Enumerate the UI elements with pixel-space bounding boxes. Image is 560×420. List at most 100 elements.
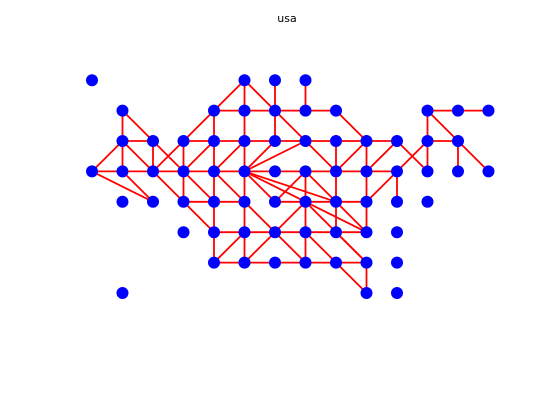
graph-edge — [304, 170, 337, 203]
graph-node — [360, 135, 373, 147]
graph-edge — [365, 140, 398, 173]
graph-edge — [365, 170, 398, 203]
graph-edge — [426, 109, 459, 142]
graph-node — [330, 195, 342, 208]
graph-edge — [152, 170, 185, 203]
graph-edge — [243, 140, 307, 173]
graph-edge — [304, 231, 337, 264]
graph-node — [269, 74, 281, 87]
graph-node — [208, 165, 220, 178]
graph-edge — [335, 109, 368, 142]
graph-edge — [121, 170, 154, 203]
graph-node — [208, 226, 220, 239]
graph-node — [299, 256, 312, 269]
graph-edge — [335, 261, 368, 294]
graph-node — [208, 256, 220, 269]
graph-edge — [213, 170, 246, 203]
graph-node — [177, 195, 190, 208]
graph-edge — [243, 200, 276, 234]
graph-node — [116, 195, 129, 208]
graph-edge — [274, 200, 307, 234]
figure-title: usa — [277, 12, 296, 25]
graph-node — [330, 104, 342, 117]
graph-node — [238, 74, 251, 87]
graph-node — [86, 165, 98, 178]
graph-node — [269, 135, 281, 147]
graph-node — [269, 104, 281, 117]
graph-node — [360, 226, 373, 239]
graph-edge — [152, 140, 185, 173]
graph-node — [391, 165, 403, 178]
graph-node — [269, 165, 281, 178]
graph-node — [360, 195, 373, 208]
graph-node — [391, 287, 403, 299]
graph-node — [391, 226, 403, 239]
graph-node — [452, 165, 464, 178]
graph-node — [360, 256, 373, 269]
graph-edge — [182, 140, 215, 173]
graph-node — [116, 165, 129, 178]
graph-node — [238, 256, 251, 269]
graph-node — [330, 165, 342, 178]
graph-node — [208, 195, 220, 208]
graph-node — [208, 104, 220, 117]
graph-edge — [182, 109, 215, 142]
graph-node — [147, 195, 159, 208]
graph-edge — [243, 231, 276, 264]
graph-node — [421, 104, 434, 117]
graph-node — [299, 104, 312, 117]
graph-node — [269, 256, 281, 269]
graph-node — [482, 104, 495, 117]
graph-node — [238, 165, 251, 178]
graph-edge — [304, 140, 337, 173]
graph-node — [147, 135, 159, 147]
graph-node — [360, 287, 373, 299]
graph-edge — [335, 231, 368, 264]
graph-edge — [274, 109, 307, 142]
graph-node — [299, 226, 312, 239]
graph-edge — [182, 200, 215, 234]
graph-node — [269, 195, 281, 208]
graph-edge — [91, 140, 124, 173]
graph-node — [177, 135, 190, 147]
graph-node — [147, 165, 159, 178]
graph-node — [330, 256, 342, 269]
graph-node — [360, 165, 373, 178]
graph-node — [177, 226, 190, 239]
graph-edge — [243, 79, 276, 112]
graph-node — [238, 135, 251, 147]
graph-node — [391, 256, 403, 269]
graph-node — [391, 195, 403, 208]
graph-edge — [243, 170, 276, 203]
graph-node — [238, 104, 251, 117]
graph-node — [116, 135, 129, 147]
graph-node — [299, 195, 312, 208]
graph-node — [208, 135, 220, 147]
graph-node — [421, 195, 434, 208]
graph-node — [269, 226, 281, 239]
graph-node — [482, 165, 495, 178]
graph-node — [116, 287, 129, 299]
graph-edge — [396, 140, 429, 173]
graph-edge — [335, 200, 368, 234]
graph-node — [330, 135, 342, 147]
graph-edge — [335, 140, 368, 173]
graph-node — [177, 165, 190, 178]
graph-edge — [243, 140, 276, 173]
graph-edge — [213, 231, 246, 264]
graph-node — [299, 135, 312, 147]
graph-node — [330, 226, 342, 239]
graph-node — [299, 74, 312, 87]
graph-node — [391, 135, 403, 147]
graph-node — [452, 135, 464, 147]
graph-node — [421, 165, 434, 178]
graph-edge — [213, 140, 246, 173]
graph-node — [238, 226, 251, 239]
graph-node — [421, 135, 434, 147]
graph-node — [116, 104, 129, 117]
graph-edge — [457, 140, 490, 173]
graph-node — [452, 104, 464, 117]
graph-edge — [274, 170, 307, 203]
